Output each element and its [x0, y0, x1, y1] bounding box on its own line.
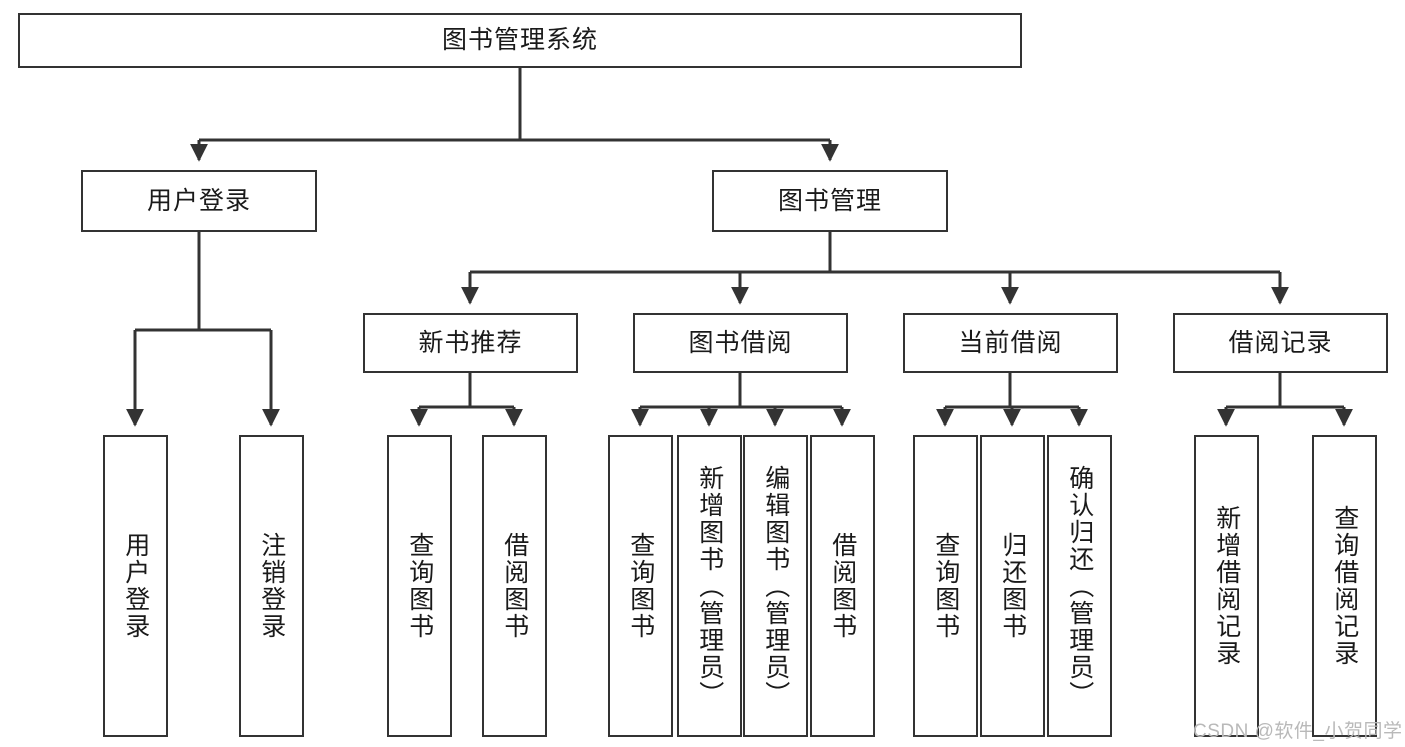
leaf-user-login[interactable]: 用户登录 — [103, 435, 168, 737]
leaf-add-record-label: 新增借阅记录 — [1212, 505, 1241, 667]
node-current-borrow-label: 当前借阅 — [958, 328, 1063, 357]
leaf-borrow-book[interactable]: 借阅图书 — [810, 435, 875, 737]
csdn-watermark: CSDN @软件_小贺同学 — [1193, 721, 1403, 742]
node-borrow-record-label: 借阅记录 — [1228, 328, 1333, 357]
leaf-edit-book[interactable]: 编辑图书（管理员） — [743, 435, 808, 737]
leaf-query-book-cur[interactable]: 查询图书 — [913, 435, 978, 737]
leaf-confirm-return[interactable]: 确认归还（管理员） — [1047, 435, 1112, 737]
leaf-borrow-book-rec[interactable]: 借阅图书 — [482, 435, 547, 737]
node-borrow-record[interactable]: 借阅记录 — [1173, 313, 1388, 373]
node-book-borrow-label: 图书借阅 — [688, 328, 793, 357]
leaf-add-book-label: 新增图书（管理员） — [695, 464, 724, 708]
node-current-borrow[interactable]: 当前借阅 — [903, 313, 1118, 373]
leaf-query-book-borrow-label: 查询图书 — [626, 532, 655, 640]
leaf-add-book[interactable]: 新增图书（管理员） — [677, 435, 742, 737]
node-new-book-recommend-label: 新书推荐 — [418, 328, 523, 357]
leaf-user-login-label: 用户登录 — [121, 532, 150, 640]
node-user-login[interactable]: 用户登录 — [81, 170, 317, 232]
leaf-query-record[interactable]: 查询借阅记录 — [1312, 435, 1377, 737]
leaf-query-book-rec[interactable]: 查询图书 — [387, 435, 452, 737]
leaf-edit-book-label: 编辑图书（管理员） — [761, 464, 790, 708]
leaf-return-book[interactable]: 归还图书 — [980, 435, 1045, 737]
leaf-user-logout[interactable]: 注销登录 — [239, 435, 304, 737]
leaf-return-book-label: 归还图书 — [998, 532, 1027, 640]
leaf-query-book-borrow[interactable]: 查询图书 — [608, 435, 673, 737]
node-root[interactable]: 图书管理系统 — [18, 13, 1022, 68]
leaf-borrow-book-rec-label: 借阅图书 — [500, 532, 529, 640]
node-user-login-label: 用户登录 — [146, 186, 251, 215]
leaf-query-book-cur-label: 查询图书 — [931, 532, 960, 640]
leaf-borrow-book-label: 借阅图书 — [828, 532, 857, 640]
node-root-label: 图书管理系统 — [441, 26, 598, 55]
leaf-query-book-rec-label: 查询图书 — [405, 532, 434, 640]
node-book-borrow[interactable]: 图书借阅 — [633, 313, 848, 373]
node-new-book-recommend[interactable]: 新书推荐 — [363, 313, 578, 373]
leaf-query-record-label: 查询借阅记录 — [1330, 505, 1359, 667]
node-book-manage-label: 图书管理 — [777, 186, 882, 215]
node-book-manage[interactable]: 图书管理 — [712, 170, 948, 232]
leaf-add-record[interactable]: 新增借阅记录 — [1194, 435, 1259, 737]
leaf-user-logout-label: 注销登录 — [257, 532, 286, 640]
leaf-confirm-return-label: 确认归还（管理员） — [1065, 464, 1094, 708]
